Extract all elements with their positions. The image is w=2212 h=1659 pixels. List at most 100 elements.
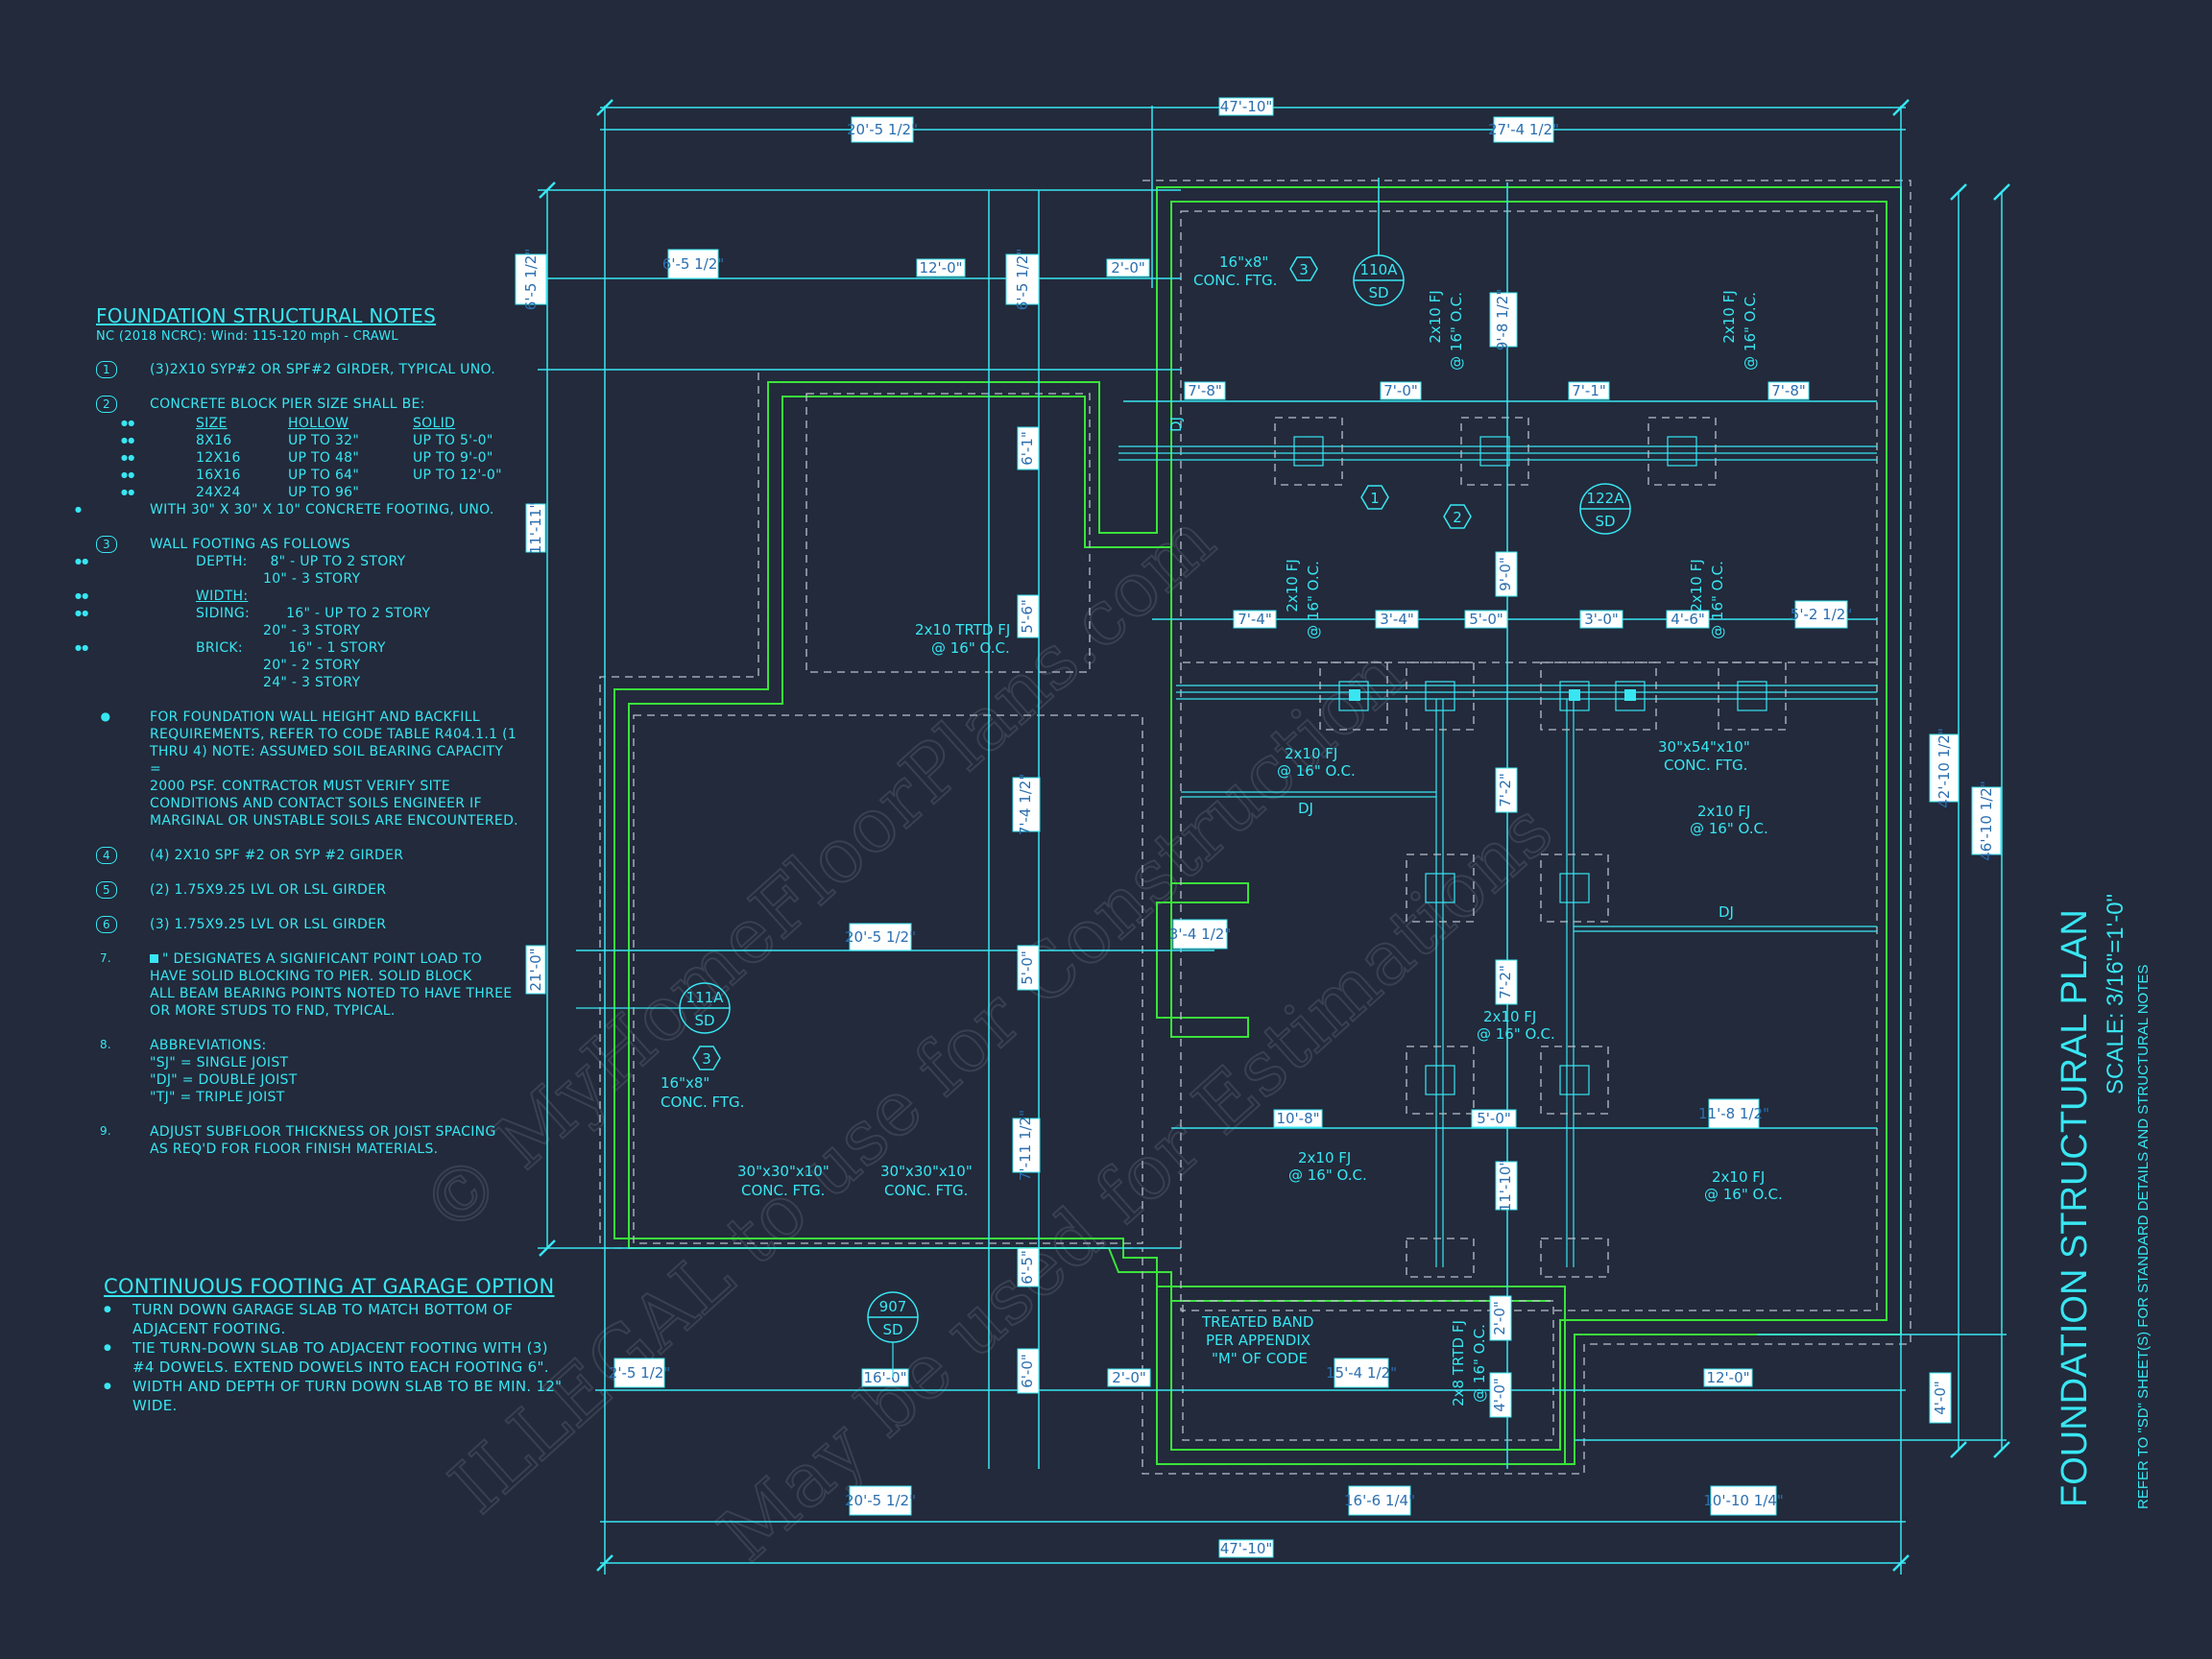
abbr-tj: "TJ" = TRIPLE JOIST <box>150 1090 285 1105</box>
watermark: © MyHomeFloorPlans.com ILLEGAL to use fo… <box>404 495 1570 1579</box>
label-fj-d-2: @ 16" O.C. <box>1709 561 1726 639</box>
dim-low-a: 10'-8" <box>1276 1110 1319 1127</box>
note-3-depth: DEPTH: 8" - UP TO 2 STORY <box>75 553 518 570</box>
label-fj-a: 2x10 FJ <box>1427 290 1444 343</box>
pier-cell: 16x16 <box>121 467 288 484</box>
tag-3a: 3 <box>1299 261 1309 278</box>
note-3-text: WALL FOOTING AS FOLLOWS <box>150 537 350 552</box>
label-fj-b: 2x10 FJ <box>1720 290 1738 343</box>
soil-line: FOR FOUNDATION WALL HEIGHT AND BACKFILL <box>150 709 480 725</box>
garage-bullet-2: TIE TURN-DOWN SLAB TO ADJACENT FOOTING W… <box>104 1338 584 1377</box>
pier-cell: UP TO 12'-0" <box>413 468 502 483</box>
label-trtd-a: 2x10 TRTD FJ <box>915 621 1010 638</box>
pier-cell: 24x24 <box>121 484 288 501</box>
dim-r2-a: 7'-4" <box>1238 611 1272 628</box>
dim-top-left: 20'-5 1/2" <box>847 121 918 138</box>
dim-v-k: 7'-2" <box>1497 965 1514 999</box>
note-7-line: ALL BEAM BEARING POINTS NOTED TO HAVE TH… <box>150 986 513 1001</box>
dim-v-i: 9'-0" <box>1497 557 1514 591</box>
section-111a-sheet: SD <box>694 1012 714 1029</box>
note-5-text: (2) 1.75x9.25 LVL OR LSL GIRDER <box>150 882 387 898</box>
section-110a-number: 110A <box>1360 261 1399 278</box>
dim-fj2: 7'-0" <box>1383 382 1418 399</box>
dim-r2-f: 5'-2 1/2" <box>1791 606 1852 623</box>
label-fj-h: 2x10 FJ <box>1298 1149 1351 1166</box>
siding-2: 20" - 3 STORY <box>263 623 361 638</box>
section-111a[interactable]: 111A SD <box>576 982 731 1034</box>
plan-title: FOUNDATION STRUCTURAL PLAN <box>2055 909 2095 1507</box>
dim-left-a: 6'-5 1/2" <box>522 249 540 310</box>
dim-v-a: 6'-1" <box>1019 431 1036 466</box>
garage-line: TURN DOWN GARAGE SLAB TO MATCH BOTTOM OF <box>132 1301 514 1318</box>
dim-v-n: 2'-0" <box>1491 1301 1508 1335</box>
label-ftg-top: 16"x8" <box>1219 253 1268 271</box>
note-9-line: AS REQ'D FOR FLOOR FINISH MATERIALS. <box>150 1142 439 1157</box>
pier-header-solid: SOLID <box>413 416 456 431</box>
dim-left-b: 11'-11" <box>527 502 544 555</box>
label-ftg-left-2: CONC. FTG. <box>661 1094 744 1111</box>
dim-v-d: 5'-0" <box>1019 950 1036 985</box>
section-122a[interactable]: 122A SD <box>1579 483 1631 535</box>
label-fj-f: 2x10 FJ <box>1697 803 1750 820</box>
note-6: 6(3) 1.75x9.25 LVL OR LSL GIRDER <box>96 916 518 933</box>
label-ftg-54: 30"x54"x10" <box>1658 738 1750 756</box>
label-ftg-top-2: CONC. FTG. <box>1193 272 1277 289</box>
tag-1: 1 <box>1370 490 1380 507</box>
label-dj-3: DJ <box>1719 903 1734 921</box>
siding-1: 16" - UP TO 2 STORY <box>286 606 431 621</box>
pier-cell: UP TO 32" <box>288 433 360 448</box>
siding-label: SIDING: <box>196 606 251 621</box>
label-band-3: "M" OF CODE <box>1212 1350 1308 1367</box>
soil-line: 2000 PSF. CONTRACTOR MUST VERIFY SITE <box>150 779 451 794</box>
note-3: 3 WALL FOOTING AS FOLLOWS DEPTH: 8" - UP… <box>75 536 518 691</box>
label-fj-g: 2x10 FJ <box>1483 1008 1536 1025</box>
dim-left-c: 21'-0" <box>527 948 544 991</box>
section-122a-number: 122A <box>1587 490 1625 507</box>
dim-top-right: 27'-4 1/2" <box>1488 121 1559 138</box>
label-ftg-54-2: CONC. FTG. <box>1664 757 1747 774</box>
abbr-sj: "SJ" = SINGLE JOIST <box>150 1055 289 1070</box>
section-110a-sheet: SD <box>1368 284 1388 301</box>
dim-row2-a: 6'-5 1/2" <box>662 255 724 273</box>
dimension-labels: 47'-10" 20'-5 1/2" 27'-4 1/2" 6'-5 1/2" … <box>515 97 2002 1558</box>
depth-label: DEPTH: <box>196 554 248 569</box>
note-2: 2 CONCRETE BLOCK PIER SIZE SHALL BE: SIZ… <box>75 396 518 518</box>
label-fj-i-2: @ 16" O.C. <box>1704 1186 1783 1203</box>
brick-label: BRICK: <box>196 640 243 656</box>
note-1-text: (3)2x10 SYP#2 OR SPF#2 GIRDER, TYPICAL U… <box>150 362 495 377</box>
pier-cell: UP TO 5'-0" <box>413 433 493 448</box>
dim-v-g: 6'-0" <box>1019 1354 1036 1388</box>
section-907-number: 907 <box>879 1298 907 1315</box>
dim-low-c: 11'-8 1/2" <box>1698 1105 1769 1122</box>
label-ftg-30a: 30"x30"x10" <box>737 1163 830 1180</box>
width-label: WIDTH: <box>75 588 518 605</box>
label-trtd-b: 2x8 TRTD FJ <box>1450 1320 1467 1407</box>
section-110a[interactable]: 110A SD <box>1353 178 1405 306</box>
section-907[interactable]: 907 SD <box>867 1291 919 1378</box>
dim-btm-c: 10'-10 1/4" <box>1703 1492 1784 1509</box>
garage-line: WIDTH AND DEPTH OF TURN DOWN SLAB TO BE … <box>132 1378 563 1395</box>
label-ftg-30a-2: CONC. FTG. <box>741 1182 825 1199</box>
dim-row2-d: 2'-0" <box>1111 259 1145 276</box>
soil-line: REQUIREMENTS, REFER TO CODE TABLE R404.1… <box>150 727 517 742</box>
note-7-line: OR MORE STUDS TO FND, TYPICAL. <box>150 1003 396 1019</box>
label-fj-h-2: @ 16" O.C. <box>1288 1166 1367 1184</box>
title-block: FOUNDATION STRUCTURAL PLAN SCALE: 3/16"=… <box>2055 894 2152 1509</box>
dim-v-e: 7'-11 1/2" <box>1017 1110 1034 1181</box>
dim-v-j: 7'-2" <box>1497 773 1514 807</box>
soil-line: THRU 4) NOTE: ASSUMED SOIL BEARING CAPAC… <box>150 744 504 777</box>
note-7-line: HAVE SOLID BLOCKING TO PIER. SOLID BLOCK <box>150 969 472 984</box>
note-7-text: " DESIGNATES A SIGNIFICANT POINT LOAD TO <box>162 951 483 967</box>
point-load-square-icon <box>150 954 158 963</box>
dim-fj4: 7'-8" <box>1771 382 1806 399</box>
dim-v-b: 5'-6" <box>1019 599 1036 634</box>
note-1: 1(3)2x10 SYP#2 OR SPF#2 GIRDER, TYPICAL … <box>96 361 518 378</box>
pier-cell: 8x16 <box>121 432 288 449</box>
note-9-line: ADJUST SUBFLOOR THICKNESS OR JOIST SPACI… <box>150 1124 496 1140</box>
label-fj-g-2: @ 16" O.C. <box>1477 1025 1555 1043</box>
dim-bot-d: 15'-4 1/2" <box>1326 1364 1397 1382</box>
label-band-1: TREATED BAND <box>1201 1313 1313 1331</box>
label-trtd-a-2: @ 16" O.C. <box>931 639 1010 657</box>
tag-3b: 3 <box>702 1050 711 1068</box>
dim-overall-bottom: 47'-10" <box>1220 1540 1273 1557</box>
